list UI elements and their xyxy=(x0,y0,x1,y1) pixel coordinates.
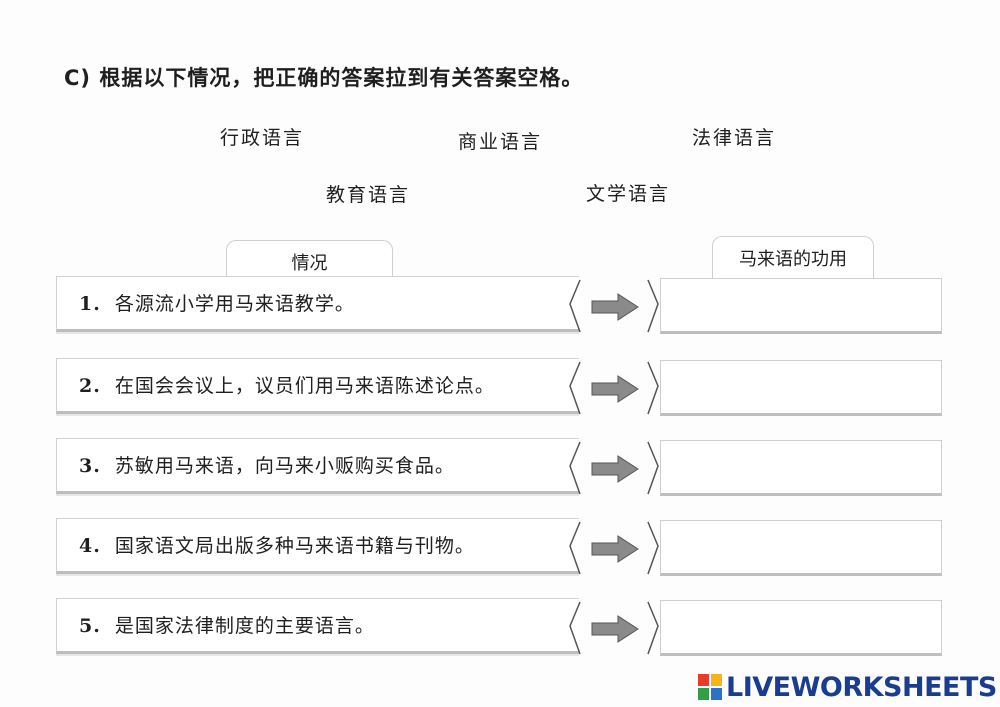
situation-row-5: 5. 是国家法律制度的主要语言。 xyxy=(56,598,579,654)
row-number: 1. xyxy=(79,293,101,315)
bracket-right-icon xyxy=(569,361,581,415)
function-header: 马来语的功用 xyxy=(712,236,874,285)
answer-option-5[interactable]: 文学语言 xyxy=(586,183,671,205)
arrow-right-icon xyxy=(591,293,639,321)
answer-option-3[interactable]: 法律语言 xyxy=(692,127,777,149)
situation-header: 情况 xyxy=(226,240,393,283)
answer-option-1[interactable]: 行政语言 xyxy=(220,127,305,149)
bracket-left-icon xyxy=(647,279,659,333)
row-number: 3. xyxy=(79,455,101,477)
row-text: 各源流小学用马来语教学。 xyxy=(114,293,355,315)
arrow-right-icon xyxy=(591,535,639,563)
bracket-right-icon xyxy=(569,601,581,655)
row-text: 是国家法律制度的主要语言。 xyxy=(114,615,375,637)
row-text: 苏敏用马来语，向马来小贩购买食品。 xyxy=(114,455,455,477)
answer-blank-2[interactable] xyxy=(660,360,942,416)
answer-blank-3[interactable] xyxy=(660,440,942,496)
logo-text: LIVEWORKSHEETS xyxy=(726,671,997,703)
arrow-right-icon xyxy=(591,455,639,483)
bracket-left-icon xyxy=(647,361,659,415)
bracket-left-icon xyxy=(647,601,659,655)
row-text: 国家语文局出版多种马来语书籍与刊物。 xyxy=(114,535,475,557)
answer-blank-1[interactable] xyxy=(660,278,942,334)
situation-row-3: 3. 苏敏用马来语，向马来小贩购买食品。 xyxy=(56,438,579,494)
bracket-right-icon xyxy=(569,279,581,333)
answer-option-4[interactable]: 教育语言 xyxy=(326,184,411,206)
liveworksheets-logo: LIVEWORKSHEETS xyxy=(698,671,997,703)
answer-blank-5[interactable] xyxy=(660,600,942,656)
arrow-right-icon xyxy=(591,615,639,643)
situation-row-4: 4. 国家语文局出版多种马来语书籍与刊物。 xyxy=(56,518,579,574)
answer-blank-4[interactable] xyxy=(660,520,942,576)
row-number: 5. xyxy=(79,615,101,637)
answer-option-2[interactable]: 商业语言 xyxy=(458,131,543,153)
bracket-right-icon xyxy=(569,441,581,495)
row-number: 2. xyxy=(79,375,101,397)
row-number: 4. xyxy=(79,535,101,557)
arrow-right-icon xyxy=(591,375,639,403)
bracket-left-icon xyxy=(647,441,659,495)
row-text: 在国会会议上，议员们用马来语陈述论点。 xyxy=(114,375,495,397)
situation-row-2: 2. 在国会会议上，议员们用马来语陈述论点。 xyxy=(56,358,579,414)
bracket-left-icon xyxy=(647,521,659,575)
bracket-right-icon xyxy=(569,521,581,575)
liveworksheets-logo-icon xyxy=(698,674,722,700)
situation-row-1: 1. 各源流小学用马来语教学。 xyxy=(56,276,579,332)
instruction-text: C) 根据以下情况，把正确的答案拉到有关答案空格。 xyxy=(64,66,584,90)
